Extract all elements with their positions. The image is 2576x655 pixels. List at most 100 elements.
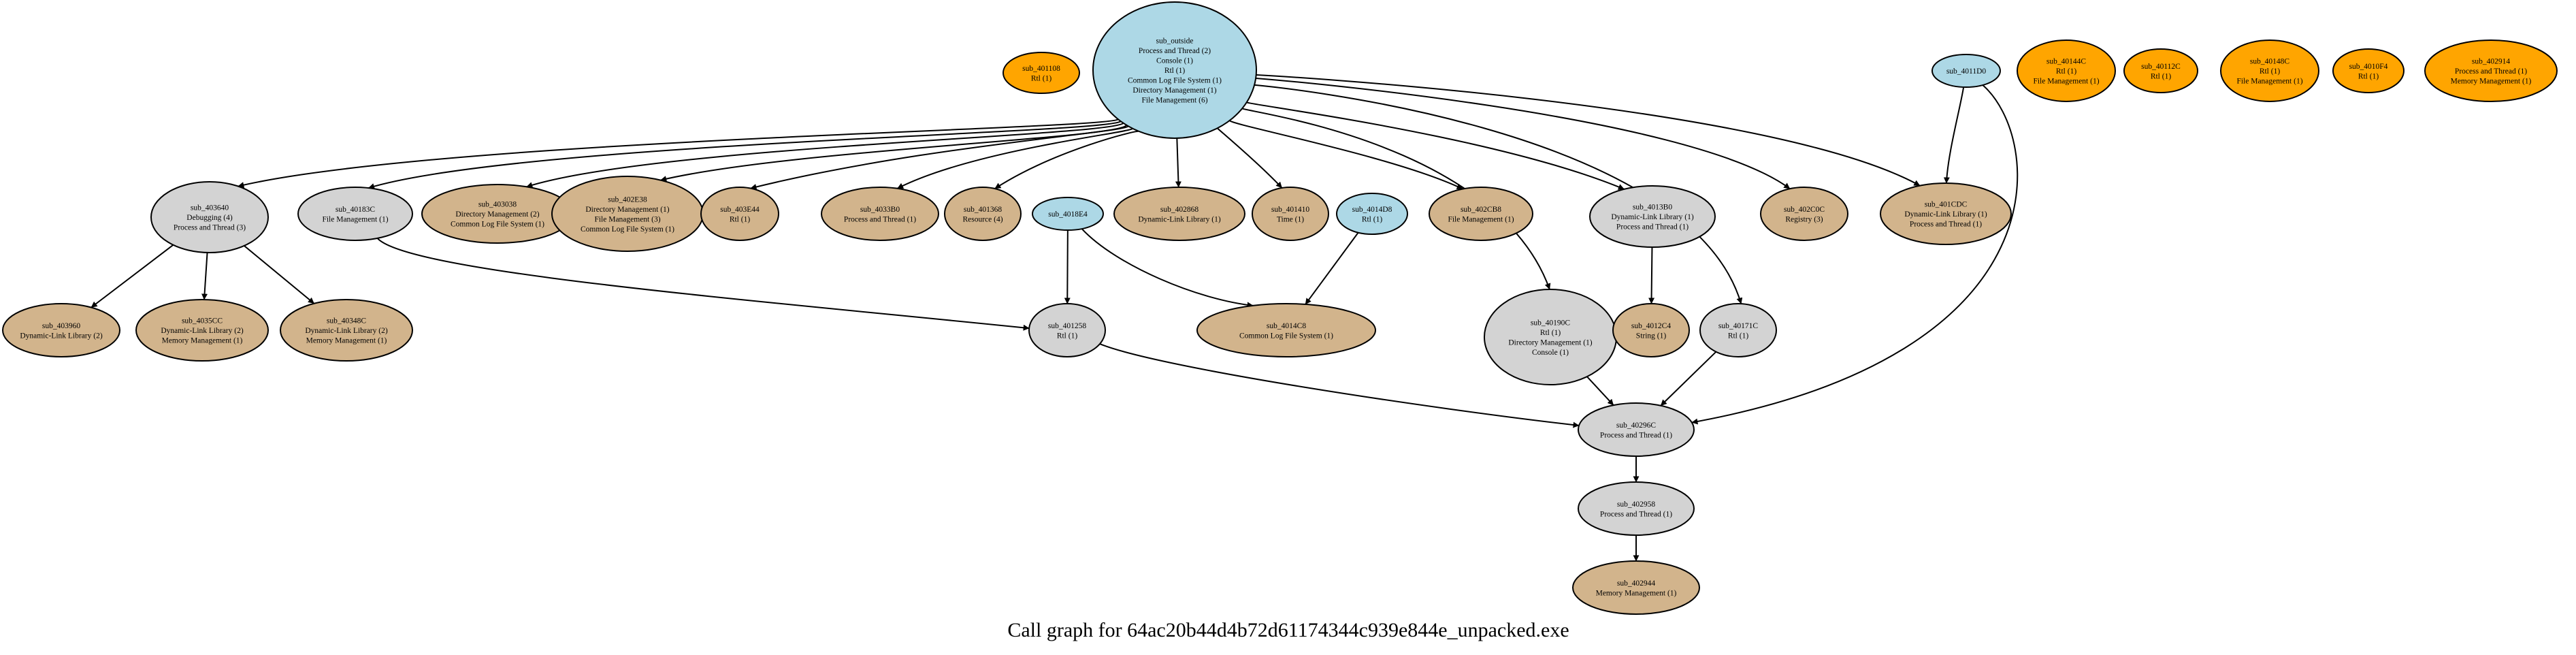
node-ellipse bbox=[2220, 39, 2319, 102]
node-ellipse bbox=[700, 187, 779, 241]
node-category-label: Process and Thread (1) bbox=[1600, 510, 1672, 518]
node-category-label: Dynamic-Link Library (2) bbox=[305, 327, 388, 335]
node-name-label: sub_4033B0 bbox=[860, 206, 900, 214]
node-ellipse bbox=[2332, 48, 2404, 93]
node-category-label: Registry (3) bbox=[1785, 215, 1823, 223]
node-name-label: sub_40183C bbox=[336, 206, 375, 214]
edge-sub_4011D0-to-sub_401CDC bbox=[1943, 86, 1965, 184]
node-category-label: Dynamic-Link Library (2) bbox=[20, 332, 103, 340]
node-name-label: sub_402868 bbox=[1160, 206, 1199, 214]
edge-sub_outside-to-sub_401368 bbox=[994, 130, 1140, 189]
node-category-label: Memory Management (1) bbox=[306, 337, 387, 345]
node-category-label: File Management (1) bbox=[1448, 215, 1514, 223]
node-ellipse bbox=[280, 299, 413, 362]
node-category-label: Rtl (1) bbox=[730, 215, 751, 223]
edge-sub_403640-to-sub_4035CC bbox=[201, 252, 208, 300]
node-name-label: sub_402C0C bbox=[1784, 206, 1825, 214]
node-category-label: Rtl (1) bbox=[2151, 72, 2172, 80]
node-ellipse bbox=[2, 303, 120, 357]
node-name-label: sub_402E38 bbox=[608, 195, 647, 204]
edge-sub_outside-to-sub_40183C bbox=[368, 121, 1122, 189]
node-category-label: Time (1) bbox=[1277, 215, 1304, 223]
node-ellipse bbox=[1484, 289, 1617, 385]
node-name-label: sub_402CB8 bbox=[1461, 206, 1501, 214]
node-sub_4011D0: sub_4011D0 bbox=[1931, 54, 2001, 88]
edge-sub_4013B0-to-sub_4012C4 bbox=[1648, 246, 1655, 304]
node-ellipse bbox=[1032, 197, 1104, 231]
node-ellipse bbox=[2123, 48, 2198, 93]
node-category-label: Dynamic-Link Library (1) bbox=[1611, 213, 1694, 221]
node-category-label: Process and Thread (3) bbox=[174, 224, 246, 232]
node-category-label: File Management (1) bbox=[2033, 78, 2099, 86]
node-category-label: Rtl (1) bbox=[1362, 215, 1383, 223]
node-category-label: Process and Thread (1) bbox=[1910, 221, 1982, 229]
node-name-label: sub_403640 bbox=[191, 204, 229, 212]
node-category-label: Common Log File System (1) bbox=[581, 225, 674, 234]
node-ellipse bbox=[1092, 1, 1257, 139]
node-name-label: sub_4011D0 bbox=[1946, 67, 1987, 76]
node-category-label: Rtl (1) bbox=[1057, 332, 1078, 340]
node-category-label: Directory Management (1) bbox=[585, 206, 669, 214]
node-ellipse bbox=[1252, 187, 1329, 241]
node-category-label: Memory Management (1) bbox=[162, 337, 243, 345]
node-category-label: Process and Thread (1) bbox=[2455, 67, 2527, 76]
node-ellipse bbox=[1429, 187, 1533, 241]
edge-sub_40171C-to-sub_40296C bbox=[1660, 351, 1717, 406]
node-category-label: Console (1) bbox=[1156, 57, 1193, 65]
edge-sub_outside-to-sub_402E38 bbox=[660, 125, 1128, 182]
node-name-label: sub_401410 bbox=[1271, 206, 1309, 214]
node-name-label: sub_4010F4 bbox=[2349, 63, 2388, 71]
node-name-label: sub_402958 bbox=[1617, 500, 1655, 509]
node-sub_4018E4: sub_4018E4 bbox=[1032, 197, 1104, 231]
node-ellipse bbox=[1931, 54, 2001, 88]
node-category-label: Directory Management (1) bbox=[1132, 86, 1216, 95]
edge-sub_outside-to-sub_4013B0 bbox=[1246, 101, 1625, 190]
edge-sub_outside-to-sub_401CDC bbox=[1256, 74, 1921, 187]
node-ellipse bbox=[150, 181, 269, 253]
node-ellipse bbox=[1113, 187, 1245, 241]
node-name-label: sub_403960 bbox=[42, 322, 80, 330]
node-category-label: Memory Management (1) bbox=[2451, 78, 2532, 86]
edge-sub_4014D8-to-sub_4014C8 bbox=[1305, 232, 1359, 305]
node-name-label: sub_40148C bbox=[2250, 58, 2289, 66]
node-name-label: sub_40112C bbox=[2141, 63, 2181, 71]
node-name-label: sub_401368 bbox=[964, 206, 1002, 214]
node-ellipse bbox=[551, 176, 704, 252]
node-ellipse bbox=[297, 187, 413, 241]
node-category-label: Console (1) bbox=[1532, 349, 1569, 357]
node-name-label: sub_4012C4 bbox=[1631, 322, 1671, 330]
edge-sub_outside-to-sub_4033B0 bbox=[897, 127, 1134, 189]
node-category-label: Directory Management (2) bbox=[455, 210, 539, 219]
node-name-label: sub_401CDC bbox=[1925, 201, 1968, 209]
node-category-label: File Management (1) bbox=[322, 215, 388, 223]
node-name-label: sub_403038 bbox=[478, 201, 517, 209]
node-name-label: sub_402914 bbox=[2472, 58, 2510, 66]
node-name-label: sub_4035CC bbox=[182, 317, 223, 325]
node-category-label: Common Log File System (1) bbox=[451, 221, 544, 229]
node-category-label: Rtl (1) bbox=[2358, 72, 2379, 80]
edge-sub_40183C-to-sub_401258 bbox=[376, 238, 1030, 331]
node-ellipse bbox=[1196, 303, 1376, 357]
node-ellipse bbox=[1572, 560, 1700, 615]
node-ellipse bbox=[1699, 303, 1777, 357]
node-category-label: Memory Management (1) bbox=[1596, 589, 1677, 597]
node-name-label: sub_40348C bbox=[327, 317, 366, 325]
